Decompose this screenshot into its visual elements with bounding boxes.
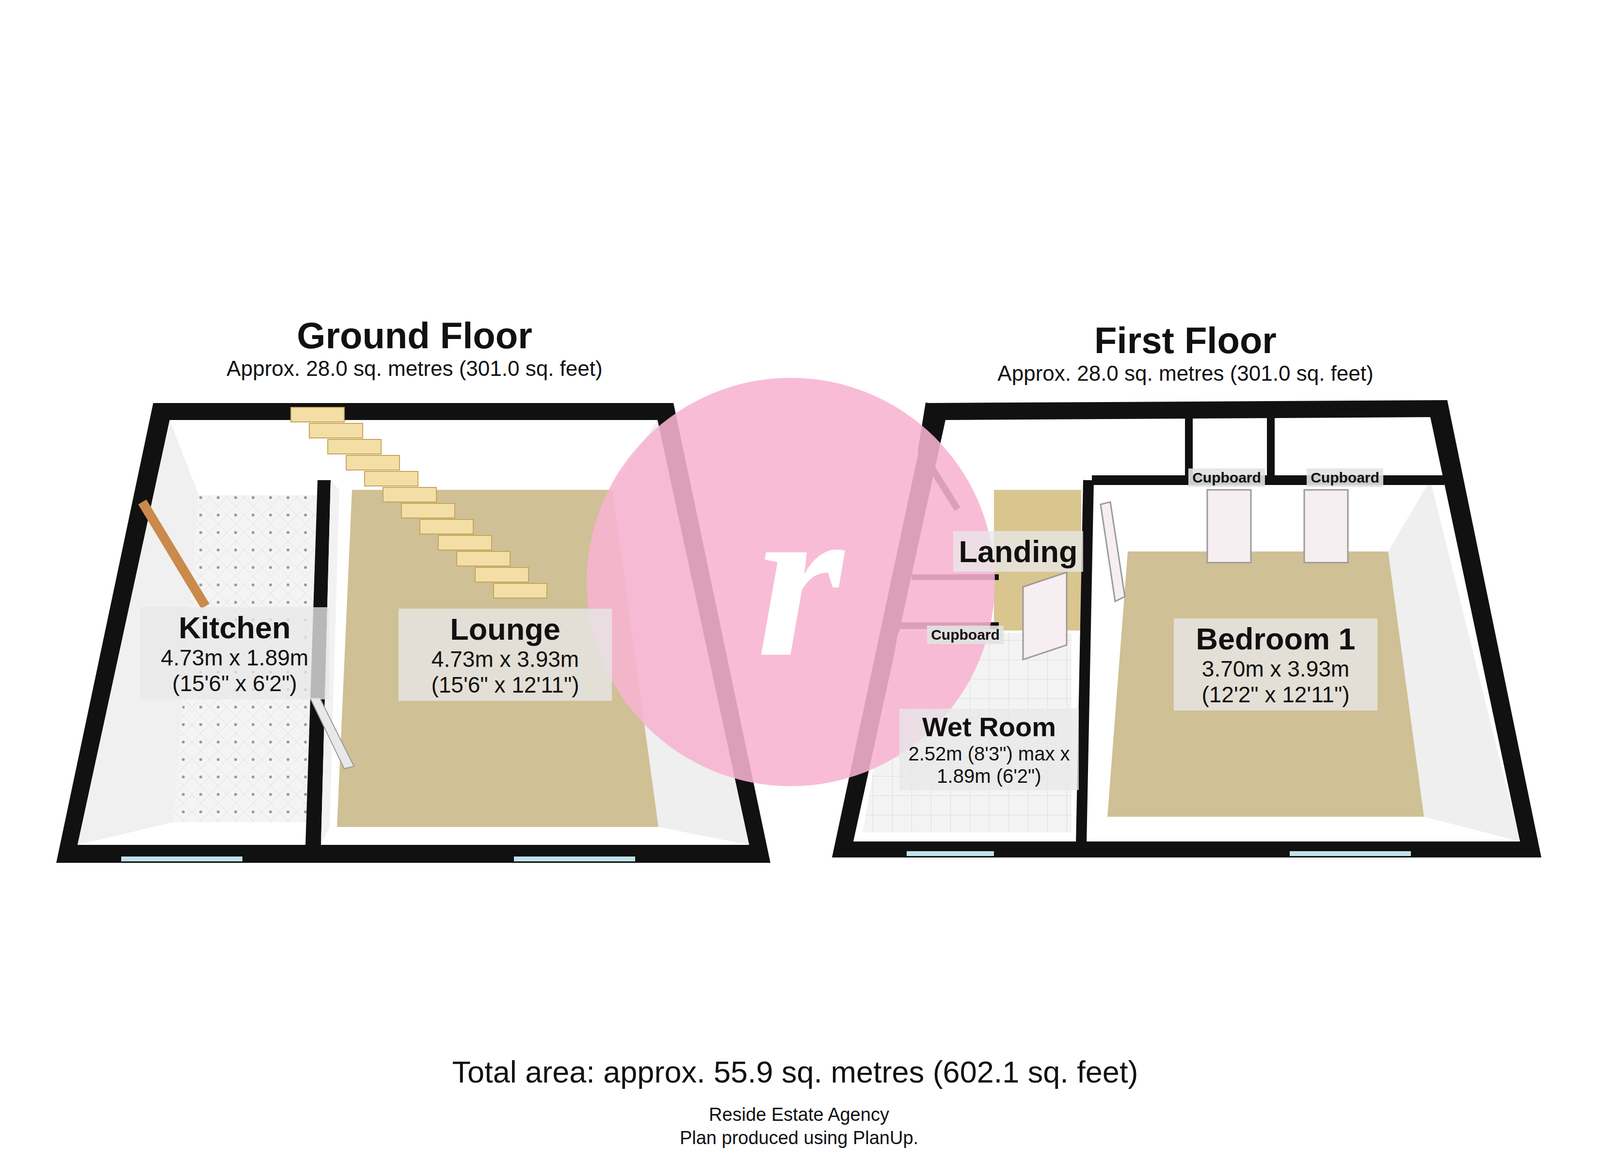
room-name: Landing (959, 533, 1078, 569)
floor-area: Approx. 28.0 sq. metres (301.0 sq. feet) (819, 361, 1552, 386)
agency-name: Reside Estate Agency (708, 1104, 890, 1126)
cupboard-label: Cupboard (927, 625, 1004, 645)
room-name: Cupboard (930, 626, 1000, 644)
watermark-logo: r (756, 467, 844, 691)
room-label: Landing (953, 530, 1084, 572)
room-dimensions: 4.73m x 3.93m (15'6" x 12'11") (404, 646, 607, 698)
floor-heading: Ground Floor (48, 314, 781, 357)
room-label: Bedroom 13.70m x 3.93m (12'2" x 12'11") (1173, 618, 1378, 711)
room-name: Lounge (404, 611, 607, 647)
room-name: Wet Room (905, 711, 1073, 743)
room-name: Cupboard (1310, 469, 1380, 487)
room-dimensions: 4.73m x 1.89m (15'6" x 6'2") (145, 644, 324, 697)
room-name: Bedroom 1 (1179, 621, 1372, 656)
room-label: Kitchen4.73m x 1.89m (15'6" x 6'2") (140, 607, 330, 700)
cupboard-label: Cupboard (1188, 468, 1265, 488)
floor-outline: Ground FloorApprox. 28.0 sq. metres (301… (48, 310, 781, 873)
credit-note: Plan produced using PlanUp. (679, 1127, 919, 1149)
room-label: Lounge4.73m x 3.93m (15'6" x 12'11") (398, 608, 612, 701)
room-name: Cupboard (1192, 469, 1262, 487)
floor-area: Approx. 28.0 sq. metres (301.0 sq. feet) (48, 356, 781, 382)
floor-heading: First Floor (819, 319, 1552, 362)
room-name: Kitchen (145, 609, 324, 645)
room-dimensions: 2.52m (8'3") max x 1.89m (6'2") (905, 742, 1073, 787)
cupboard-label: Cupboard (1306, 468, 1384, 488)
total-area: Total area: approx. 55.9 sq. metres (602… (452, 1054, 1139, 1089)
floor-outline: First FloorApprox. 28.0 sq. metres (301.… (819, 315, 1552, 868)
room-dimensions: 3.70m x 3.93m (12'2" x 12'11") (1179, 656, 1372, 708)
room-label: Wet Room2.52m (8'3") max x 1.89m (6'2") (899, 708, 1079, 790)
